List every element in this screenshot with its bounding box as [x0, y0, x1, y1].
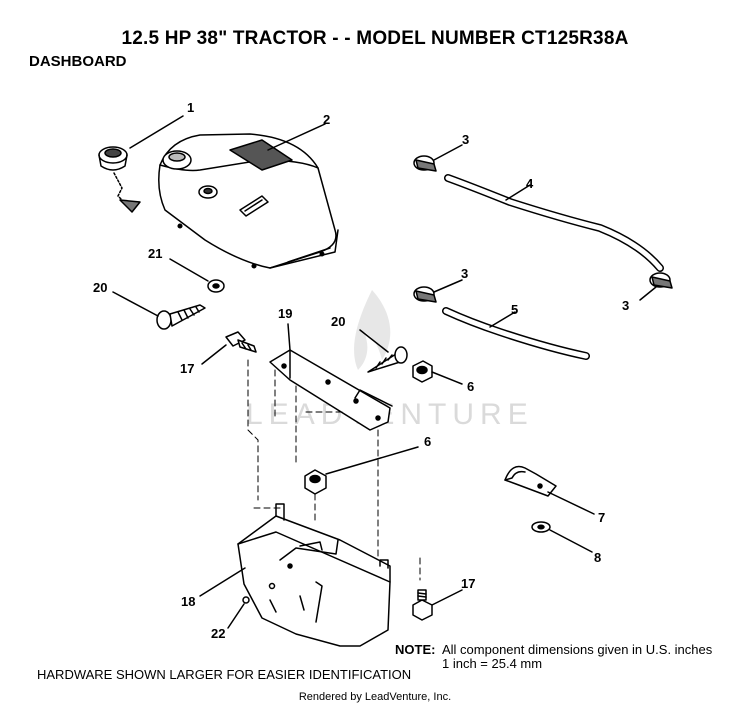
part-6-nut-upper: [412, 360, 463, 385]
callout-17-lower: 17: [461, 576, 475, 591]
part-8-washer: [531, 521, 593, 553]
callout-3-right: 3: [622, 298, 629, 313]
part-19-bracket: [269, 323, 393, 431]
callout-21: 21: [148, 246, 162, 261]
part-22-clip: [227, 596, 250, 629]
callout-6-lower: 6: [424, 434, 431, 449]
part-6-nut-lower: [304, 446, 419, 495]
callout-3-middle: 3: [461, 266, 468, 281]
part-1-plug: [98, 115, 184, 213]
callout-4: 4: [526, 176, 534, 191]
page-title: 12.5 HP 38" TRACTOR - - MODEL NUMBER CT1…: [121, 28, 629, 49]
callout-20-right: 20: [331, 314, 345, 329]
callout-2: 2: [323, 112, 330, 127]
part-20-screw-right: [359, 329, 408, 373]
callout-5: 5: [511, 302, 518, 317]
note-line-2: 1 inch = 25.4 mm: [442, 656, 543, 671]
callout-17-upper: 17: [180, 361, 194, 376]
callout-20-left: 20: [93, 280, 107, 295]
note-label: NOTE:: [395, 642, 436, 657]
watermark-text: LEADVENTURE: [246, 398, 534, 431]
section-title: DASHBOARD: [29, 53, 127, 70]
callout-1: 1: [187, 100, 194, 115]
watermark-flame-icon: [354, 290, 391, 370]
part-5-hose: [442, 307, 590, 360]
part-3-clamp-a: [413, 144, 463, 172]
note-line-1: All component dimensions given in U.S. i…: [442, 642, 713, 657]
part-21-washer: [169, 258, 225, 293]
part-17-bolt-upper: [201, 331, 257, 365]
hardware-footnote: HARDWARE SHOWN LARGER FOR EASIER IDENTIF…: [37, 667, 412, 682]
callout-18: 18: [181, 594, 195, 609]
callout-19: 19: [278, 306, 292, 321]
callout-8: 8: [594, 550, 601, 565]
part-4-hose: [444, 174, 664, 272]
callout-7: 7: [598, 510, 605, 525]
callout-3-top: 3: [462, 132, 469, 147]
callout-22: 22: [211, 626, 225, 641]
part-3-clamp-b: [413, 279, 463, 303]
part-20-screw-left: [112, 291, 206, 330]
rendered-by-credit: Rendered by LeadVenture, Inc.: [298, 691, 452, 703]
part-3-clamp-c: [639, 272, 673, 301]
part-17-bolt-lower: [412, 589, 463, 621]
part-18-lower-panel: [199, 503, 391, 647]
callout-6-upper: 6: [467, 379, 474, 394]
part-2-dashboard-housing: [158, 123, 339, 269]
part-7-bracket-clip: [504, 465, 595, 515]
